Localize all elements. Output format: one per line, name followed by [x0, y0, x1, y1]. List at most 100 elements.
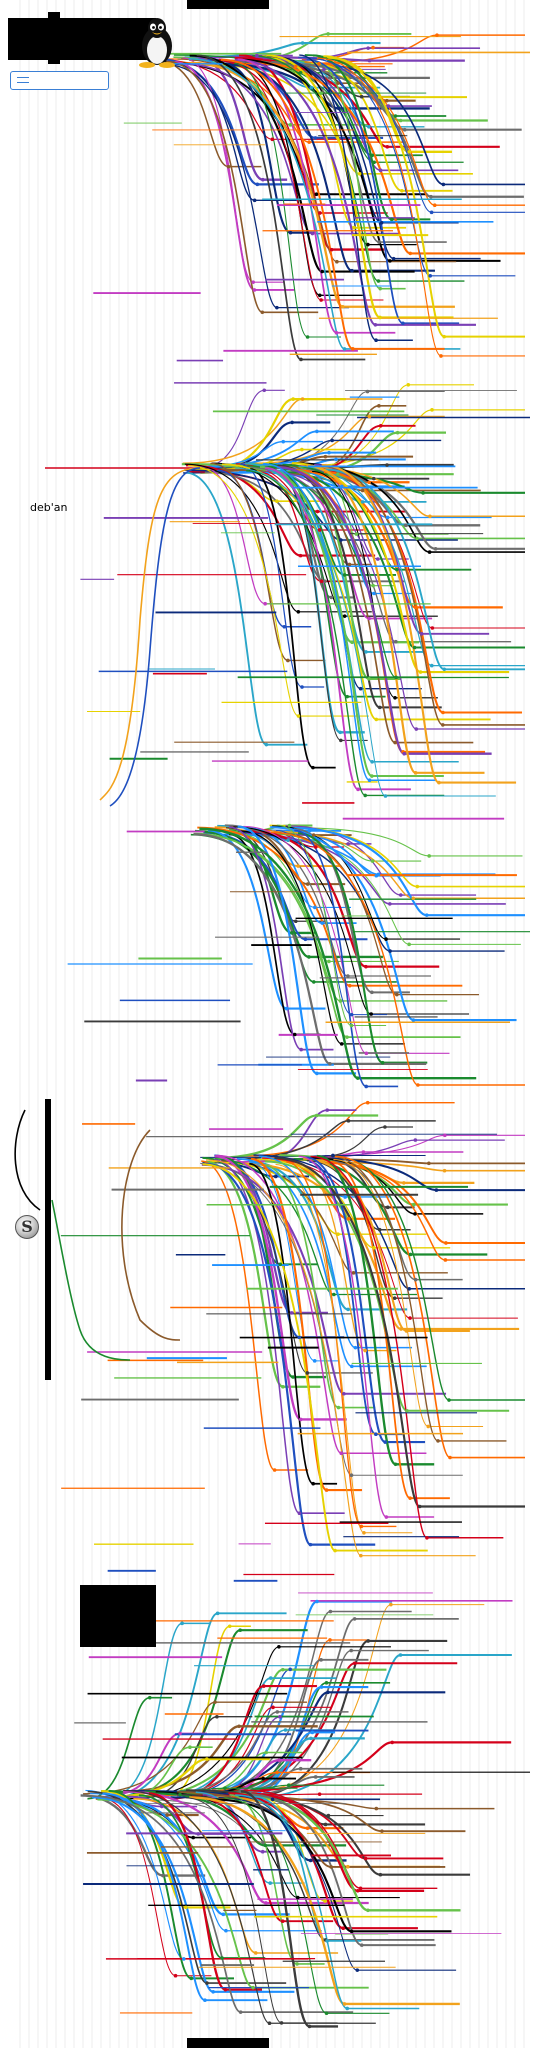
distribution-node: [379, 424, 383, 428]
distribution-node: [370, 991, 374, 995]
distribution-node: [350, 1024, 354, 1028]
distribution-node: [299, 1767, 303, 1771]
distribution-node: [343, 347, 347, 351]
distribution-node: [356, 1076, 360, 1080]
distribution-node: [399, 1653, 403, 1657]
distribution-node: [411, 896, 415, 900]
distribution-node: [254, 1951, 258, 1955]
distribution-node: [285, 1007, 289, 1011]
distribution-node: [350, 1013, 354, 1017]
distribution-node: [318, 528, 322, 532]
distribution-node: [370, 760, 374, 764]
distribution-node: [366, 1639, 370, 1643]
distribution-node: [311, 232, 315, 236]
distribution-node: [205, 1981, 209, 1985]
distribution-node: [327, 960, 331, 964]
distribution-node: [387, 104, 391, 108]
distribution-node: [371, 46, 375, 50]
distribution-node: [346, 842, 350, 846]
distribution-node: [414, 1138, 418, 1142]
distribution-node: [350, 1473, 354, 1477]
distribution-node: [420, 632, 424, 636]
distribution-node: [366, 1908, 370, 1912]
distribution-node: [325, 1108, 329, 1112]
distribution-node: [384, 937, 388, 941]
distribution-node: [290, 1311, 294, 1315]
distribution-node: [323, 580, 327, 584]
distribution-node: [345, 1035, 349, 1039]
distribution-node: [447, 1398, 451, 1402]
distribution-node: [350, 1929, 354, 1933]
distribution-node: [333, 1549, 337, 1553]
distribution-node: [269, 1676, 273, 1680]
distribution-line: [248, 1796, 443, 1858]
distribution-node: [352, 1271, 356, 1275]
distribution-node: [388, 949, 392, 953]
distribution-node: [347, 1217, 351, 1221]
distribution-node: [286, 659, 290, 663]
distribution-node: [261, 1850, 265, 1854]
distribution-node: [288, 1668, 292, 1672]
distribution-lines: [15, 34, 530, 2026]
distribution-node: [312, 980, 316, 984]
distribution-node: [334, 458, 338, 462]
distribution-node: [358, 172, 362, 176]
distribution-node: [261, 1777, 265, 1781]
distribution-node: [291, 1375, 295, 1379]
distribution-node: [378, 706, 382, 710]
distribution-node: [310, 86, 314, 90]
distribution-node: [294, 919, 298, 923]
distribution-node: [188, 1745, 192, 1749]
distribution-node: [374, 338, 378, 342]
distribution-node: [255, 54, 259, 58]
distribution-node: [359, 1887, 363, 1891]
distribution-node: [174, 1974, 178, 1978]
distribution-node: [265, 743, 269, 747]
distribution-node: [343, 614, 347, 618]
distribution-node: [304, 937, 308, 941]
distribution-node: [268, 2021, 272, 2025]
distribution-node: [320, 921, 324, 925]
distribution-line: [260, 466, 422, 688]
distribution-node: [365, 1052, 369, 1056]
distribution-node: [403, 128, 407, 132]
distribution-node: [329, 1865, 333, 1869]
distribution-node: [224, 1988, 228, 1992]
distribution-node: [383, 1125, 387, 1129]
distribution-node: [324, 1823, 328, 1827]
distribution-node: [348, 563, 352, 567]
distribution-node: [435, 1188, 439, 1192]
distribution-node: [289, 123, 293, 127]
distribution-node: [395, 993, 399, 997]
distribution-node: [327, 1814, 331, 1818]
distribution-node: [354, 1346, 358, 1350]
distribution-node: [433, 203, 437, 207]
distribution-node: [407, 1287, 411, 1291]
distribution-node: [388, 902, 392, 906]
distribution-node: [330, 596, 334, 600]
distribution-node: [439, 354, 443, 358]
distribution-node: [339, 999, 343, 1003]
distribution-node: [350, 640, 354, 644]
distribution-node: [370, 774, 374, 778]
distribution-node: [325, 2011, 329, 2015]
distribution-node: [361, 489, 365, 493]
distribution-node: [353, 1661, 357, 1665]
distribution-node: [372, 1246, 376, 1250]
distribution-node: [161, 1874, 165, 1878]
distribution-node: [379, 1873, 383, 1877]
distribution-node: [307, 140, 311, 144]
distribution-node: [184, 1906, 188, 1910]
distribution-node: [190, 1977, 194, 1981]
distribution-node: [165, 1813, 169, 1817]
distribution-node: [394, 676, 398, 680]
distribution-node: [330, 248, 334, 252]
distribution-node: [224, 1929, 228, 1933]
legend-box: [10, 71, 109, 90]
distribution-node: [320, 1685, 324, 1689]
distribution-node: [332, 1293, 336, 1297]
distribution-node: [277, 1758, 281, 1762]
distribution-node: [253, 199, 257, 203]
distribution-node: [448, 1456, 452, 1460]
